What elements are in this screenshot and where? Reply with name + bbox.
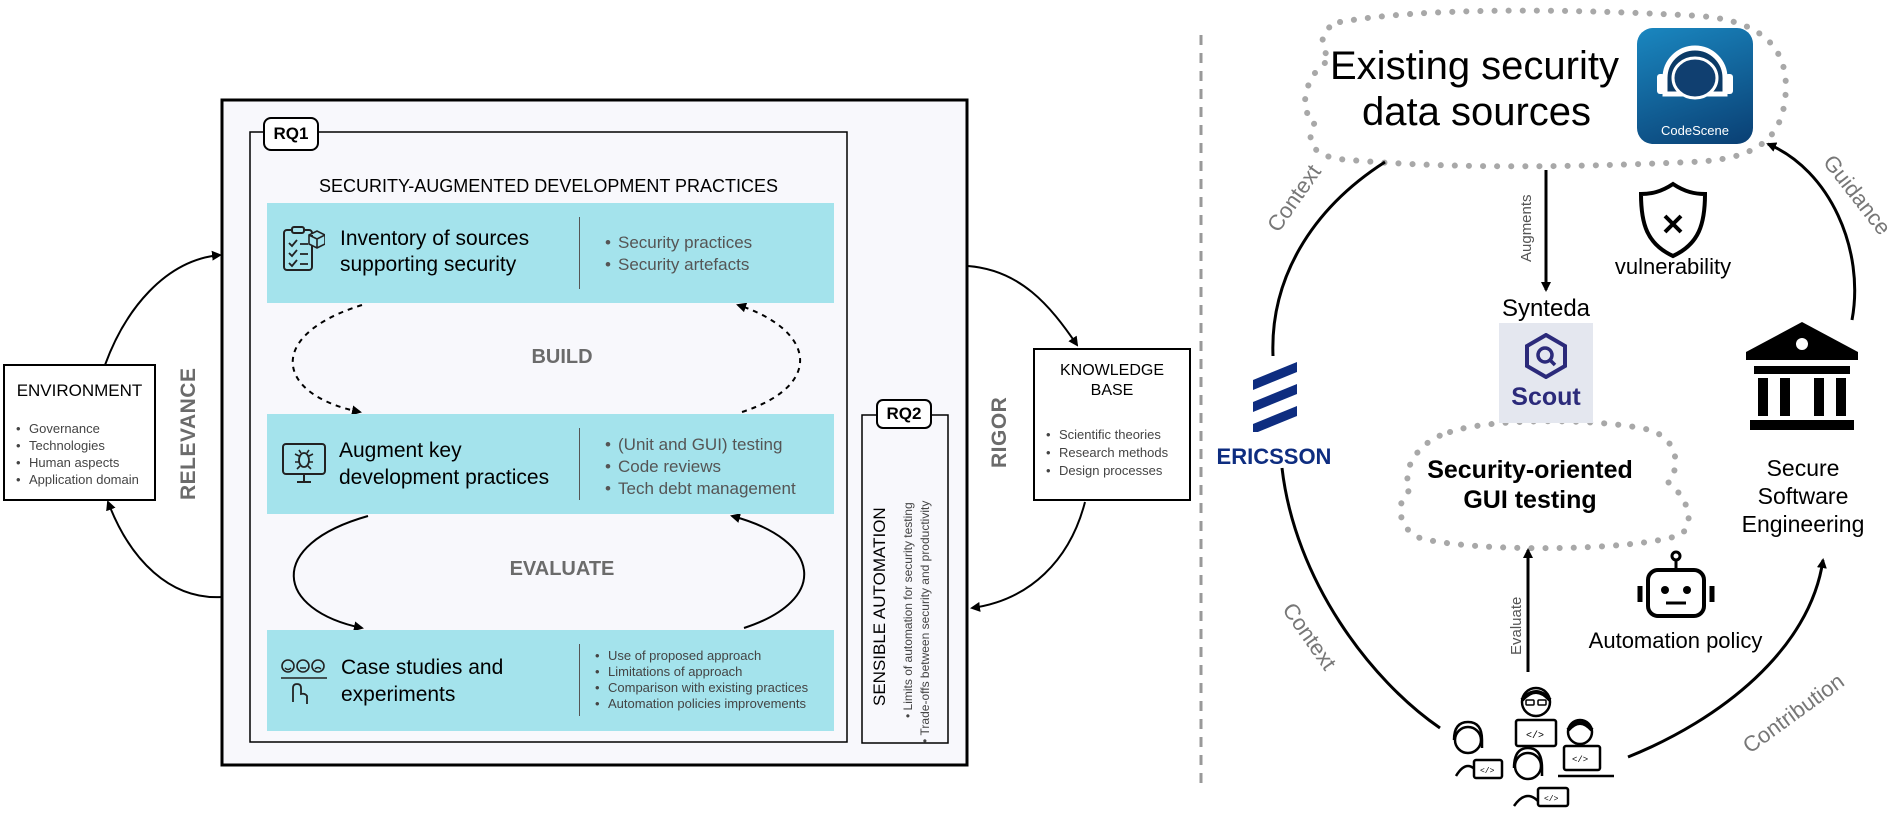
list-item: Technologies	[16, 437, 139, 454]
list-item: Research methods	[1046, 444, 1168, 462]
relevance-label: RELEVANCE	[177, 367, 200, 500]
contribution-arc	[1627, 558, 1827, 759]
practice-title-line1: Inventory of sources	[340, 227, 530, 250]
monitor-bug-icon	[282, 443, 326, 483]
rq1-tag-label: RQ1	[273, 124, 309, 143]
rq1-tag: RQ1	[263, 117, 319, 151]
context-arc-top	[1271, 160, 1386, 357]
list-item: Comparison with existing practices	[595, 680, 808, 696]
relevance-arrow-down	[106, 500, 223, 599]
knowledge-base-title-line2: BASE	[1090, 382, 1134, 399]
list-item: Automation policies improvements	[595, 696, 808, 712]
knowledge-base-title-line1: KNOWLEDGE	[1059, 362, 1164, 379]
rq2-item: • Limits of automation for security test…	[901, 502, 915, 718]
rq2-item: • Trade-offs between security and produc…	[918, 500, 932, 743]
practice-title-line2: development practices	[339, 466, 550, 489]
svg-text:</>: </>	[1480, 767, 1495, 776]
practice-title-line2: experiments	[341, 683, 456, 706]
evaluate-arrow-down	[292, 515, 369, 632]
ericsson-label: ERICSSON	[1216, 444, 1332, 469]
build-arrow-down	[291, 304, 363, 416]
checklist-icon	[283, 226, 325, 271]
svg-text:</>: </>	[1544, 795, 1559, 804]
rigor-label: RIGOR	[988, 396, 1011, 468]
practice-row-inventory: Inventory of sources supporting security…	[267, 203, 834, 303]
rq2-item-text: Limits of automation for security testin…	[901, 502, 915, 711]
list-item: Design processes	[1046, 462, 1168, 480]
scout-logo: Scout	[1499, 323, 1593, 423]
sse-line1: Secure	[1766, 455, 1840, 481]
practice-divider	[579, 217, 580, 289]
codescene-logo: CodeScene	[1637, 28, 1753, 144]
shield-icon	[1638, 181, 1708, 259]
practice-title-line1: Augment key	[339, 439, 462, 462]
institution-building-icon	[1746, 322, 1858, 430]
list-item: Security artefacts	[605, 254, 752, 276]
practice-divider	[579, 428, 580, 500]
practice-details: Use of proposed approach Limitations of …	[594, 648, 808, 712]
sources-title-line1: Existing security	[1330, 44, 1619, 88]
list-item: Scientific theories	[1046, 426, 1168, 444]
astronaut-helmet-icon	[1657, 45, 1733, 100]
list-item: Tech debt management	[605, 478, 796, 500]
guidance-arc	[1766, 142, 1857, 321]
practice-row-case-studies: Case studies and experiments Use of prop…	[267, 630, 834, 731]
svg-text:</>: </>	[1526, 730, 1544, 742]
environment-title: ENVIRONMENT	[16, 381, 143, 400]
knowledge-base-list: Scientific theories Research methods Des…	[1045, 426, 1168, 480]
practice-title-line1: Case studies and	[341, 656, 504, 679]
practice-details: (Unit and GUI) testing Code reviews Tech…	[604, 434, 796, 500]
practice-details: Security practices Security artefacts	[604, 232, 752, 276]
list-item: Security practices	[605, 232, 752, 254]
evaluate-label: EVALUATE	[509, 558, 615, 580]
scout-label: Scout	[1511, 383, 1581, 411]
list-item: Code reviews	[605, 456, 796, 478]
ericsson-logo-icon	[1253, 362, 1297, 432]
evaluate-arrow-up	[730, 513, 805, 629]
vulnerability-label: vulnerability	[1614, 254, 1732, 279]
context-arc-bottom	[1280, 467, 1441, 730]
robot-icon	[1637, 550, 1715, 618]
rq1-frame	[249, 131, 848, 743]
relevance-arrow-up	[104, 250, 222, 366]
rq2-tag: RQ2	[876, 399, 932, 429]
build-arrow-up	[736, 302, 802, 413]
svg-text:</>: </>	[1572, 755, 1588, 765]
sse-line2: Software	[1757, 483, 1849, 509]
build-label: BUILD	[531, 346, 593, 368]
knowledge-base-box: KNOWLEDGE BASE Scientific theories Resea…	[1033, 348, 1191, 501]
list-item: Application domain	[16, 471, 139, 488]
rq2-item-text: Trade-offs between security and producti…	[918, 500, 932, 736]
edge-label-evaluate: Evaluate	[1508, 596, 1525, 655]
rating-hand-icon	[281, 659, 327, 704]
list-item: Human aspects	[16, 454, 139, 471]
list-item: Limitations of approach	[595, 664, 808, 680]
edge-label-augments: Augments	[1518, 194, 1535, 262]
list-item: Use of proposed approach	[595, 648, 808, 664]
rigor-arrow-out	[970, 501, 1086, 612]
sse-line3: Engineering	[1741, 511, 1865, 537]
rigor-arrow-in	[967, 265, 1079, 347]
rq1-title: SECURITY-AUGMENTED DEVELOPMENT PRACTICES	[318, 176, 779, 196]
automation-policy-label: Automation policy	[1588, 628, 1763, 653]
gui-testing-line2: GUI testing	[1463, 486, 1597, 514]
codescene-label: CodeScene	[1661, 123, 1729, 138]
list-item: (Unit and GUI) testing	[605, 434, 796, 456]
sources-title-line2: data sources	[1362, 90, 1592, 134]
environment-box: ENVIRONMENT Governance Technologies Huma…	[3, 364, 156, 501]
hexagon-search-icon	[1525, 333, 1567, 379]
gui-cloud	[1397, 418, 1692, 552]
developers-icon: </> </> </> </>	[1452, 686, 1614, 808]
sources-cloud	[1302, 7, 1789, 170]
rq2-title: SENSIBLE AUTOMATION	[870, 507, 889, 706]
practice-title-line2: supporting security	[340, 253, 517, 276]
practice-divider	[579, 644, 580, 716]
gui-testing-line1: Security-oriented	[1427, 456, 1633, 484]
list-item: Governance	[16, 420, 139, 437]
synteda-label: Synteda	[1501, 295, 1591, 322]
practice-row-augment: Augment key development practices (Unit …	[267, 414, 834, 514]
rq2-tag-label: RQ2	[886, 404, 922, 423]
environment-list: Governance Technologies Human aspects Ap…	[15, 420, 139, 488]
